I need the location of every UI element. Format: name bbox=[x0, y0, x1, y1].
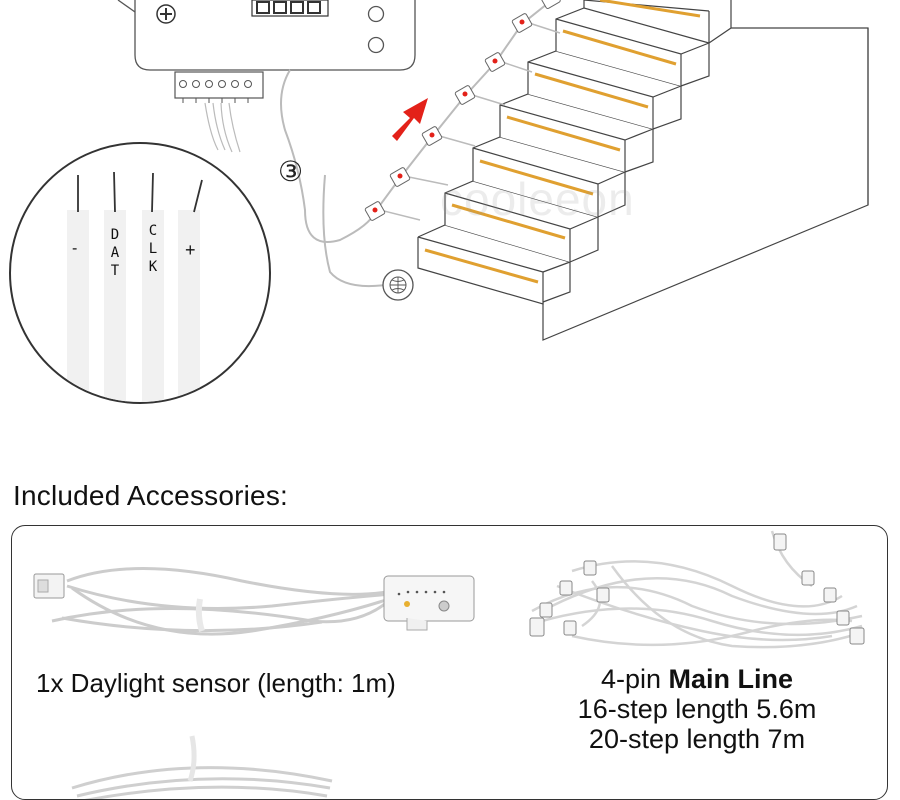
main-line-name: Main Line bbox=[668, 664, 794, 694]
callout-number: ③ bbox=[278, 155, 304, 188]
main-line-title: 4-pin Main Line bbox=[532, 664, 862, 694]
main-line-description: 4-pin Main Line 16-step length 5.6m 20-s… bbox=[532, 664, 862, 754]
wire-label-clk: CLK bbox=[148, 223, 158, 275]
accessories-box: 1x Daylight sensor (length: 1m) 4-pin Ma… bbox=[11, 525, 888, 800]
terminal-block bbox=[174, 71, 264, 103]
wire-label-plus: + bbox=[185, 240, 196, 260]
daylight-sensor-image bbox=[33, 530, 865, 799]
watermark: cooleeon bbox=[440, 173, 635, 225]
wire-zoom-circle bbox=[9, 142, 271, 404]
section-title: Included Accessories: bbox=[13, 480, 289, 511]
wire-label-dat: DAT bbox=[110, 227, 120, 279]
main-line-16-step: 16-step length 5.6m bbox=[577, 694, 817, 724]
main-line-cable-image bbox=[531, 530, 863, 649]
wire-label-minus: - bbox=[72, 240, 78, 257]
controller-display bbox=[251, 0, 329, 17]
installation-diagram: - DAT CLK + ③ bbox=[9, 0, 869, 404]
daylight-sensor-label: 1x Daylight sensor (length: 1m) bbox=[36, 668, 396, 698]
main-line-connectors bbox=[529, 533, 865, 645]
extension-cable-image bbox=[71, 735, 333, 799]
main-line-20-step: 20-step length 7m bbox=[588, 724, 806, 754]
main-line-pin-text: 4-pin bbox=[600, 664, 669, 694]
controller-box bbox=[117, 0, 416, 71]
